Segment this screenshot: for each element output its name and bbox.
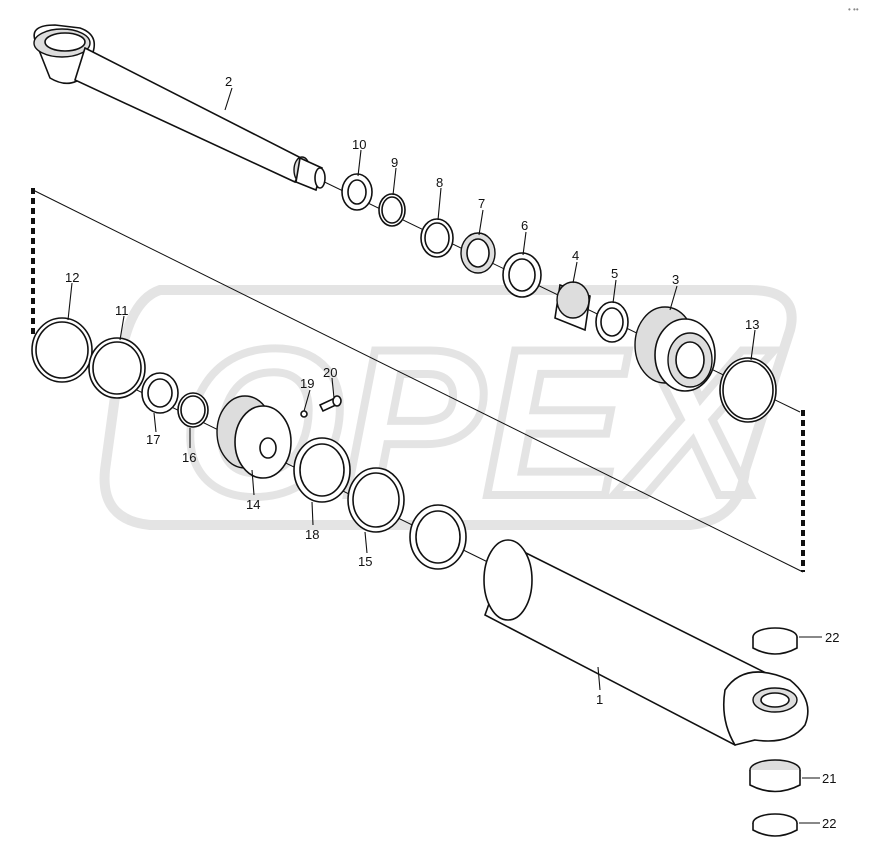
seal-ring-11 <box>88 337 146 399</box>
snap-ring-8 <box>420 218 454 258</box>
callout-15: 15 <box>358 554 372 569</box>
ball-19 <box>300 410 308 418</box>
callout-10: 10 <box>352 137 366 152</box>
dust-seal-22-top <box>752 627 798 655</box>
corner-mark: • •• <box>848 5 859 14</box>
callout-labels: 2 10 9 8 7 6 4 5 3 13 12 11 17 16 14 19 … <box>65 74 839 831</box>
seal-ring-10 <box>341 173 373 211</box>
wear-ring-unlabeled <box>409 504 467 570</box>
callout-22-top: 22 <box>825 630 839 645</box>
callout-1: 1 <box>596 692 603 707</box>
callout-9: 9 <box>391 155 398 170</box>
callout-8: 8 <box>436 175 443 190</box>
callout-5: 5 <box>611 266 618 281</box>
callout-17: 17 <box>146 432 160 447</box>
callout-20: 20 <box>323 365 337 380</box>
o-ring-13 <box>719 357 777 423</box>
callout-7: 7 <box>478 196 485 211</box>
callout-13: 13 <box>745 317 759 332</box>
callout-22-bottom: 22 <box>822 816 836 831</box>
callout-21: 21 <box>822 771 836 786</box>
piston-seal-15 <box>347 467 405 533</box>
dust-seal-22-bottom <box>752 813 798 837</box>
callout-3: 3 <box>672 272 679 287</box>
rod-seal-6 <box>502 252 542 298</box>
cylinder-barrel <box>483 539 809 747</box>
backup-ring-12 <box>31 317 93 383</box>
seal-ring-9 <box>378 193 406 227</box>
callout-12: 12 <box>65 270 79 285</box>
leader-lines <box>67 87 822 824</box>
o-ring-16 <box>177 392 209 428</box>
ring-17 <box>141 372 179 414</box>
callout-6: 6 <box>521 218 528 233</box>
callout-11: 11 <box>115 303 129 318</box>
callout-19: 19 <box>300 376 314 391</box>
set-screw-20 <box>318 395 342 413</box>
piston-14 <box>216 395 292 479</box>
callout-14: 14 <box>246 497 260 512</box>
assembly-bracket <box>31 188 805 573</box>
callout-2: 2 <box>225 74 232 89</box>
wiper-seal-7 <box>460 232 496 274</box>
callout-18: 18 <box>305 527 319 542</box>
callout-4: 4 <box>572 248 579 263</box>
o-ring-5 <box>595 301 629 343</box>
callout-16: 16 <box>182 450 196 465</box>
gland-3 <box>634 306 716 392</box>
bushing-4 <box>554 281 591 332</box>
wear-ring-18 <box>293 437 351 503</box>
piston-rod <box>33 24 326 192</box>
bushing-21 <box>749 759 801 793</box>
